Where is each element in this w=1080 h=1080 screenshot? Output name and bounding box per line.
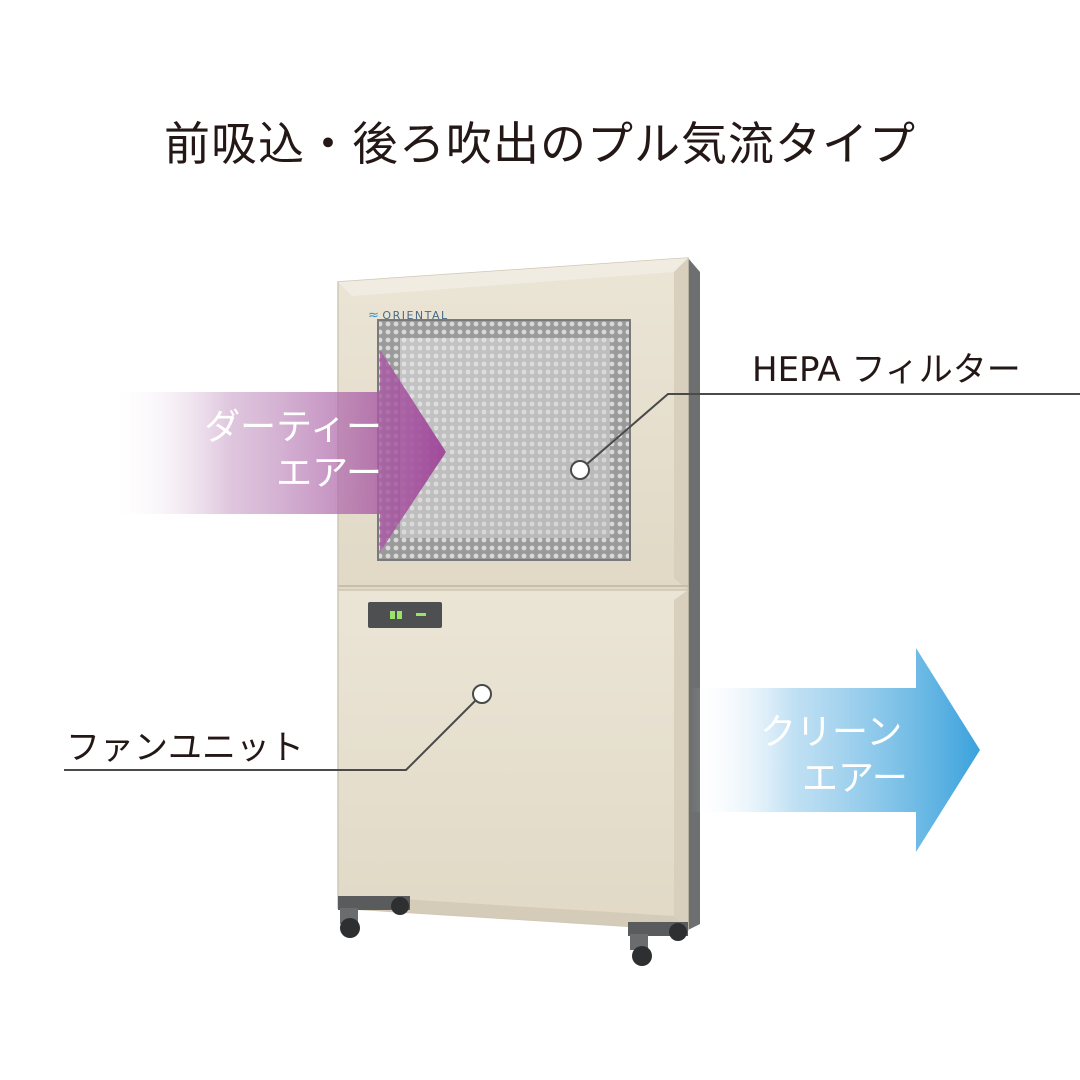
caster-left [338, 896, 410, 938]
clean-air-line1: クリーン [760, 712, 903, 753]
cabinet-side [688, 258, 700, 930]
dirty-air-arrow [110, 350, 446, 552]
callout-dot-icon [570, 460, 590, 480]
dirty-air-label: ダーティー エアー [204, 405, 382, 497]
oriental-wave-icon: ≈ [368, 308, 381, 323]
clean-air-label: クリーン エアー [760, 710, 908, 802]
callout-dot-icon [472, 684, 492, 704]
caster-right [628, 922, 688, 966]
clean-air-line2: エアー [802, 758, 908, 799]
fan-unit-label: ファンユニット [66, 728, 304, 768]
brand-name: ORIENTAL [382, 309, 449, 322]
cabinet-lower [337, 589, 689, 931]
clean-air-arrow [690, 648, 980, 852]
page-title: 前吸込・後ろ吹出のプル気流タイプ [164, 117, 916, 171]
dirty-air-line1: ダーティー [204, 407, 382, 448]
brand-logo: ≈ORIENTAL [368, 308, 449, 323]
hepa-filter-label: HEPA フィルター [752, 350, 1021, 390]
control-panel[interactable] [368, 602, 442, 628]
hepa-callout-line [579, 393, 1080, 471]
dirty-air-line2: エアー [276, 453, 382, 494]
fan-callout-line [64, 693, 483, 771]
